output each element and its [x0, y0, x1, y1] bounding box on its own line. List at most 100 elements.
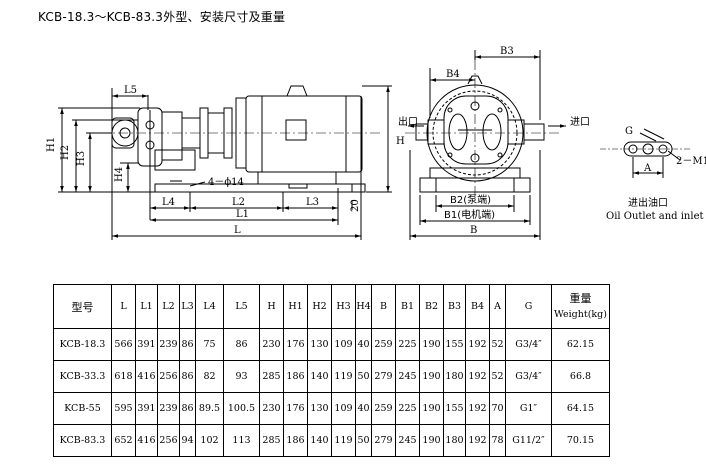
table-cell: 82 — [195, 360, 224, 393]
table-cell: 256 — [157, 360, 180, 393]
dim-B2: B2(泵端) — [450, 193, 491, 206]
table-cell: 119 — [331, 424, 356, 457]
table-cell: 130 — [307, 392, 332, 425]
col-header: L — [111, 284, 136, 329]
table-cell: 180 — [443, 424, 466, 457]
table-cell: 230 — [259, 328, 284, 361]
table-cell: 70 — [489, 392, 506, 425]
dim-B3: B3 — [500, 46, 514, 57]
dim-B4: B4 — [446, 69, 460, 80]
col-header: B3 — [443, 284, 466, 329]
col-header: B2 — [419, 284, 444, 329]
spec-table: 型号 L L1 L2 L3 L4 L5 H H1 H2 H3 H4 B B1 B… — [53, 284, 610, 457]
table-cell: 109 — [331, 392, 356, 425]
table-cell: 102 — [195, 424, 224, 457]
dim-B: B — [470, 225, 477, 236]
table-cell: 391 — [135, 392, 158, 425]
table-cell: 86 — [179, 360, 196, 393]
side-dimensions — [58, 85, 392, 240]
table-cell: KCB-33.3 — [53, 360, 112, 393]
table-cell: 75 — [195, 328, 224, 361]
dim-A: A — [643, 163, 652, 174]
oil-port-en: Oil Outlet and inlet — [606, 211, 704, 222]
table-cell: 190 — [419, 360, 444, 393]
dim-H2: H2 — [60, 145, 71, 160]
table-cell: 155 — [443, 328, 466, 361]
table-cell: 40 — [355, 328, 372, 361]
side-view — [100, 85, 380, 193]
dim-H: H — [396, 136, 405, 147]
col-header: B1 — [395, 284, 420, 329]
dim-M12: 2－M12 — [676, 156, 706, 167]
table-cell: 192 — [465, 424, 490, 457]
table-cell: 130 — [307, 328, 332, 361]
table-cell: G11/2″ — [505, 424, 552, 457]
table-cell: 652 — [111, 424, 136, 457]
table-cell: 285 — [259, 360, 284, 393]
table-cell: 391 — [135, 328, 158, 361]
table-cell: 225 — [395, 328, 420, 361]
table-cell: 225 — [395, 392, 420, 425]
table-cell: G1″ — [505, 392, 552, 425]
table-cell: 192 — [465, 328, 490, 361]
table-cell: 140 — [307, 360, 332, 393]
table-cell: 416 — [135, 360, 158, 393]
table-cell: 113 — [223, 424, 260, 457]
table-cell: 176 — [283, 392, 308, 425]
col-header: L1 — [135, 284, 158, 329]
page-title: KCB-18.3～KCB-83.3外型、安装尺寸及重量 — [38, 10, 286, 24]
table-cell: 279 — [371, 360, 396, 393]
oil-port-cn: 进出油口 — [628, 196, 668, 209]
table-cell: G3/4″ — [505, 328, 552, 361]
col-header: H2 — [307, 284, 332, 329]
dim-L: L — [234, 225, 241, 236]
table-cell: 180 — [443, 360, 466, 393]
table-cell: KCB-83.3 — [53, 424, 112, 457]
table-cell: 119 — [331, 360, 356, 393]
table-cell: 40 — [355, 392, 372, 425]
oil-port-detail — [600, 128, 690, 178]
table-cell: 416 — [135, 424, 158, 457]
col-header: H — [259, 284, 284, 329]
table-cell: 192 — [465, 392, 490, 425]
table-cell: 279 — [371, 424, 396, 457]
table-cell: 109 — [331, 328, 356, 361]
dim-H3: H3 — [76, 151, 87, 166]
table-cell: 62.15 — [551, 328, 610, 361]
table-cell: 94 — [179, 424, 196, 457]
table-header-row: 型号 L L1 L2 L3 L4 L5 H H1 H2 H3 H4 B B1 B… — [53, 284, 610, 329]
weight-header-en: Weight(kg) — [554, 309, 607, 320]
table-cell: 52 — [489, 360, 506, 393]
table-cell: 186 — [283, 424, 308, 457]
table-cell: 245 — [395, 360, 420, 393]
col-header: L3 — [179, 284, 196, 329]
inlet-label: 进口 — [570, 116, 590, 128]
dimension-drawing: L5 H1 H2 H3 H4 L4 L2 L3 L1 L 4－ϕ14 20 H … — [46, 46, 706, 240]
table-cell: 50 — [355, 424, 372, 457]
table-cell: 186 — [283, 360, 308, 393]
col-header: H3 — [331, 284, 356, 329]
col-header: B4 — [465, 284, 490, 329]
table-cell: 140 — [307, 424, 332, 457]
table-cell: KCB-55 — [53, 392, 112, 425]
table-cell: 64.15 — [551, 392, 610, 425]
dim-L5: L5 — [124, 85, 137, 96]
table-cell: 239 — [157, 392, 180, 425]
table-cell: 176 — [283, 328, 308, 361]
dim-G: G — [625, 126, 633, 137]
col-header: L2 — [157, 284, 180, 329]
col-header: 型号 — [53, 284, 112, 329]
table-cell: 86 — [179, 328, 196, 361]
table-cell: 155 — [443, 392, 466, 425]
dim-B1: B1(电机端) — [444, 208, 495, 221]
col-header: B — [371, 284, 396, 329]
table-cell: 100.5 — [223, 392, 260, 425]
col-header: G — [505, 284, 552, 329]
dim-L4: L4 — [162, 197, 175, 208]
table-cell: 190 — [419, 424, 444, 457]
